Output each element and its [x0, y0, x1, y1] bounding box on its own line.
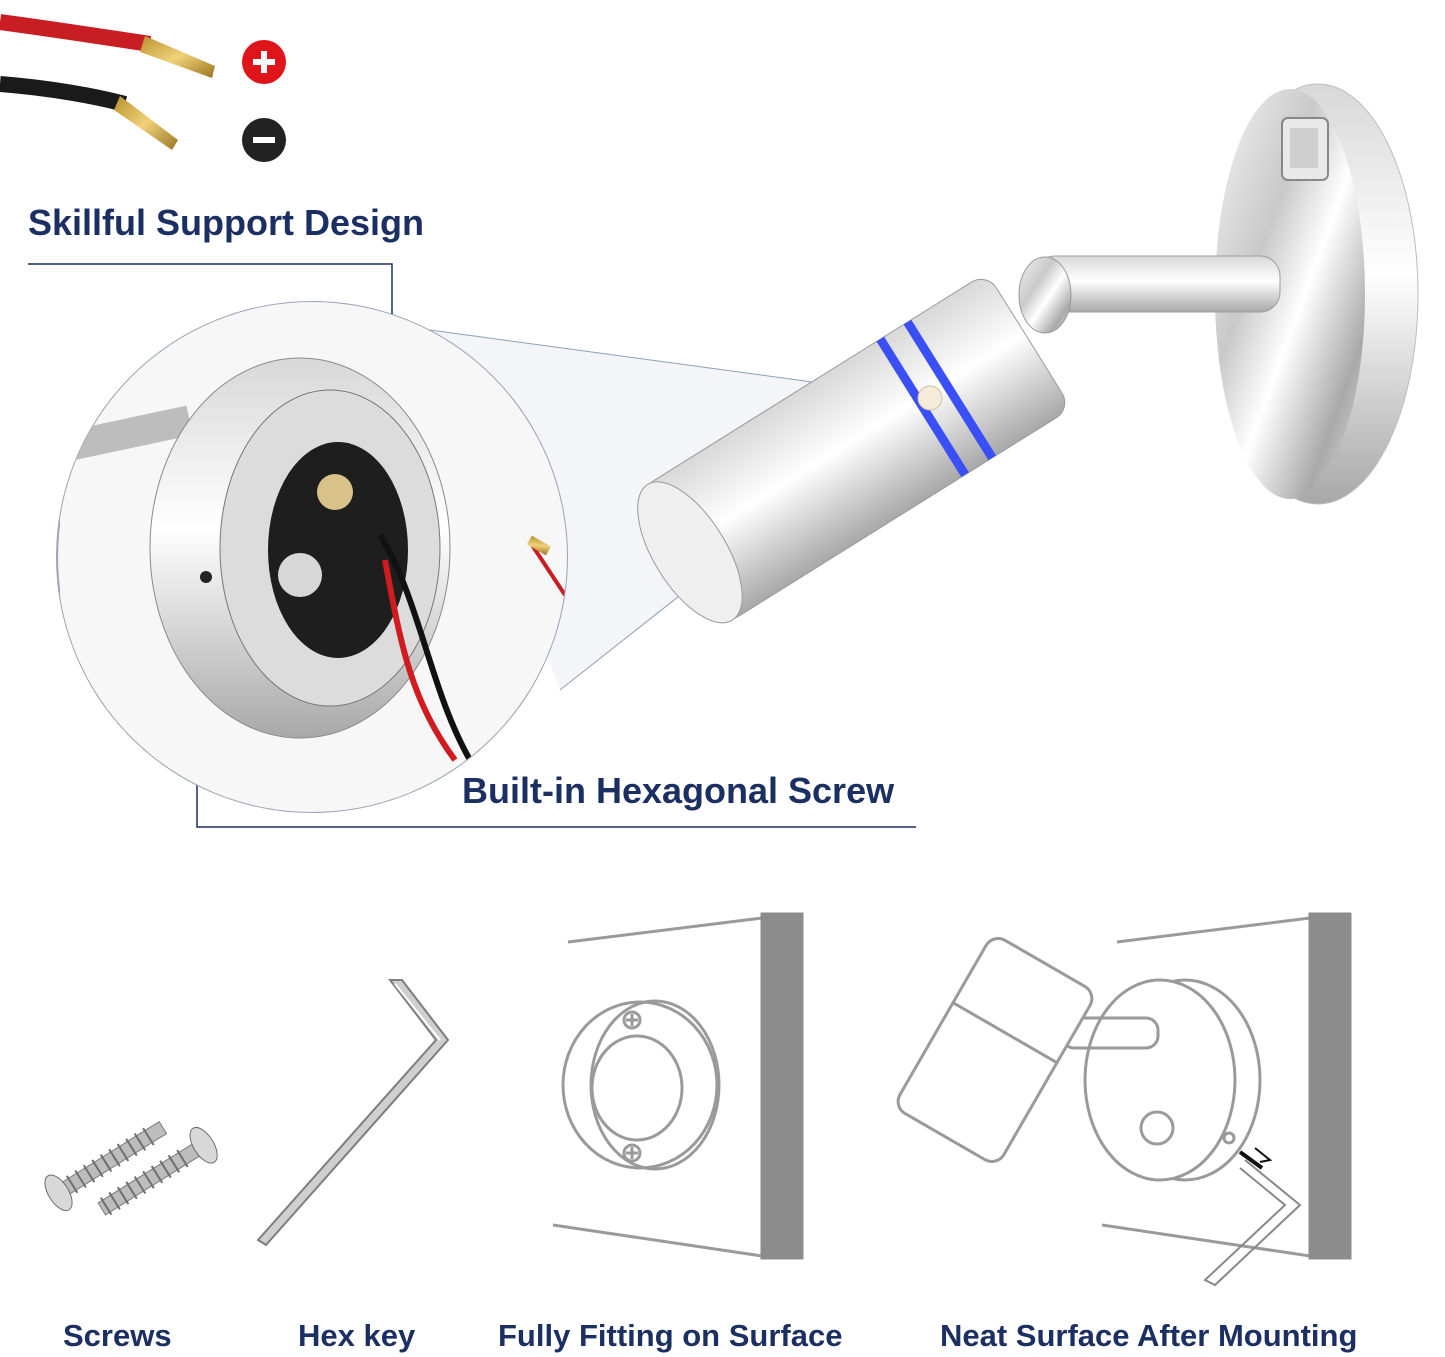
screws-icon — [44, 1120, 218, 1216]
hex-key-label: Hex key — [298, 1318, 416, 1353]
lamp-product — [637, 83, 1419, 624]
mounting-label: Neat Surface After Mounting — [940, 1318, 1358, 1353]
fitting-label: Fully Fitting on Surface — [498, 1318, 843, 1353]
positive-icon — [242, 40, 286, 84]
screw-heading: Built-in Hexagonal Screw — [462, 770, 895, 811]
wires-illustration — [0, 14, 215, 150]
mounted-lamp-diagram-icon — [896, 912, 1352, 1287]
negative-icon — [242, 118, 286, 162]
screws-label: Screws — [63, 1318, 172, 1353]
support-heading: Skillful Support Design — [28, 202, 425, 243]
zoomed-base-detail — [59, 302, 567, 812]
hex-key-icon — [256, 979, 450, 1247]
fitting-diagram-icon — [552, 912, 804, 1260]
